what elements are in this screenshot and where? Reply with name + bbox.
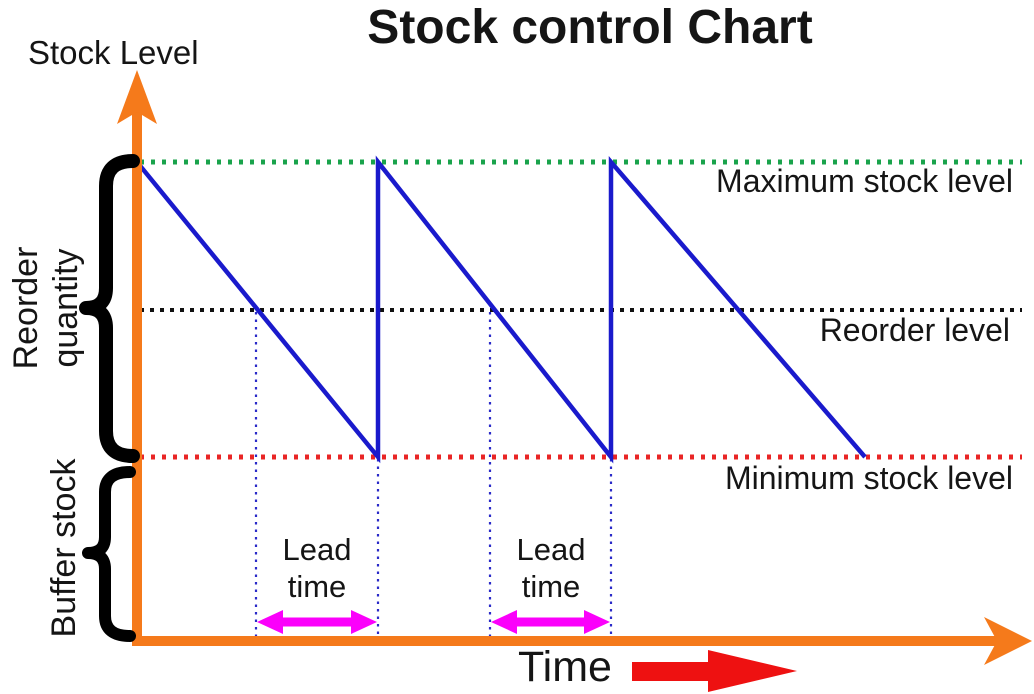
x-axis-line <box>132 636 998 646</box>
lead-time-label-1: Lead time <box>257 531 377 605</box>
reorder-quantity-label-line1: Reorder <box>7 246 45 370</box>
lead-time-arrow-1-left-head-icon <box>491 610 517 634</box>
lead-time-label-2-line2: time <box>521 569 581 604</box>
reorder-level-label: Reorder level <box>819 312 1010 348</box>
y-axis-arrow-icon <box>117 70 157 124</box>
time-direction-arrow-icon <box>632 650 797 692</box>
y-axis <box>117 70 157 646</box>
reorder-quantity-brace-icon <box>79 154 140 463</box>
x-axis-arrow-icon <box>984 617 1032 665</box>
x-axis <box>132 617 1032 665</box>
y-axis-line <box>132 108 142 646</box>
y-axis-label: Stock Level <box>28 34 199 71</box>
lead-time-arrow-1-right-head-icon <box>584 610 610 634</box>
chart-title: Stock control Chart <box>367 1 813 54</box>
lead-time-arrow-0-left-head-icon <box>257 610 283 634</box>
lead-time-label-1-line2: time <box>287 569 347 604</box>
lead-time-label-2-line1: Lead <box>516 532 586 567</box>
buffer-stock-label: Buffer stock <box>45 458 83 638</box>
stock-level-sawtooth-line <box>135 155 867 464</box>
reorder-quantity-label: Reorder quantity <box>6 148 86 468</box>
lead-time-label-1-line1: Lead <box>282 532 352 567</box>
buffer-stock-brace-icon <box>82 466 136 642</box>
maximum-stock-level-label: Maximum stock level <box>716 163 1013 199</box>
minimum-stock-level-label: Minimum stock level <box>724 460 1013 496</box>
x-axis-label: Time <box>518 643 612 691</box>
lead-time-arrow-0-right-head-icon <box>351 610 377 634</box>
reorder-quantity-label-line2: quantity <box>47 248 85 368</box>
chart-data-layer <box>135 155 1022 638</box>
lead-time-label-2: Lead time <box>491 531 611 605</box>
